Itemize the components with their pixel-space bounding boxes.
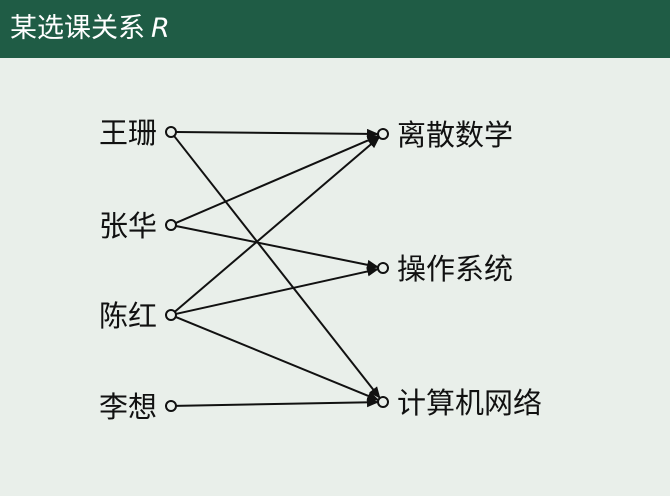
relation-arrow-s4-c3 (175, 397, 380, 408)
relation-arrow-s3-c1 (174, 136, 380, 313)
relation-arrow-s1-c3 (173, 135, 381, 399)
student-node-dot (165, 126, 177, 138)
relation-arrow-s3-c2 (175, 266, 380, 315)
title-variable: R (151, 13, 170, 44)
relation-arrow-s2-c2 (175, 225, 380, 270)
student-label-s2: 张华 (99, 209, 157, 243)
student-label-s1: 王珊 (99, 116, 157, 150)
course-label-c2: 操作系统 (397, 252, 513, 286)
student-label-s4: 李想 (99, 390, 157, 424)
relation-arrow-s2-c1 (175, 135, 380, 224)
student-node-dot (165, 400, 177, 412)
title-text: 某选课关系 (10, 13, 145, 44)
course-label-c3: 计算机网络 (397, 386, 542, 420)
course-node-dot (377, 396, 389, 408)
course-label-c1: 离散数学 (397, 118, 513, 152)
relation-arrow-s1-c1 (175, 128, 380, 139)
relation-edges (173, 128, 381, 408)
course-node-dot (377, 128, 389, 140)
student-node-dot (165, 309, 177, 321)
student-label-s3: 陈红 (99, 299, 157, 333)
student-node-dot (165, 219, 177, 231)
course-node-dot (377, 262, 389, 274)
relation-arrow-s3-c3 (175, 315, 380, 402)
